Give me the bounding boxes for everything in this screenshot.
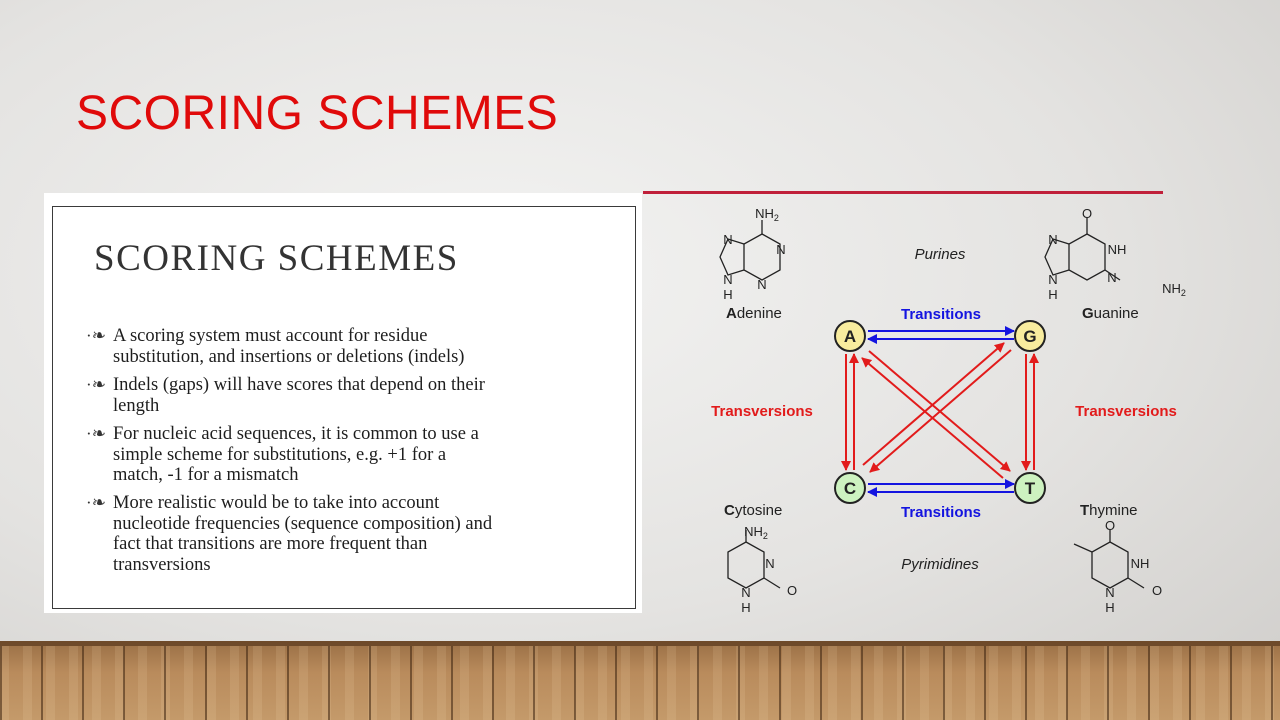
bullet-line: simple scheme for substitutions, e.g. +1… xyxy=(113,445,623,466)
transversions-label-right: Transversions xyxy=(1075,403,1177,420)
bullet-line: fact that transitions are more frequent … xyxy=(113,534,623,555)
node-g: G xyxy=(1015,321,1045,351)
bullet-line: A scoring system must account for residu… xyxy=(113,326,623,347)
adenine-h-label: H xyxy=(723,287,732,302)
adenine-n-label: N xyxy=(723,232,732,247)
guanine-name: Guanine xyxy=(1082,305,1139,322)
adenine-n-label: N xyxy=(776,242,785,257)
adenine-structure xyxy=(720,220,780,280)
guanine-h-label: H xyxy=(1048,287,1057,302)
svg-text:G: G xyxy=(1023,327,1036,346)
thymine-n-label: N xyxy=(1105,585,1114,600)
node-a: A xyxy=(835,321,865,351)
adenine-name: Adenine xyxy=(726,305,782,322)
bullet-line: For nucleic acid sequences, it is common… xyxy=(113,424,623,445)
node-c: C xyxy=(835,473,865,503)
bullet-line: match, -1 for a mismatch xyxy=(113,465,623,486)
slide-title: SCORING SCHEMES xyxy=(76,86,558,141)
slide-image-frame: SCORING SCHEMES ·❧ A scoring system must… xyxy=(52,206,636,609)
cytosine-n-label: N xyxy=(741,585,750,600)
bullet-item: ·❧ More realistic would be to take into … xyxy=(113,493,623,575)
svg-text:T: T xyxy=(1025,479,1036,498)
svg-text:A: A xyxy=(844,327,856,346)
floor-edge xyxy=(0,641,1280,646)
swirl-bullet-icon: ·❧ xyxy=(83,326,109,347)
bullet-line: length xyxy=(113,396,623,417)
adenine-n-label: N xyxy=(723,272,732,287)
adenine-n-label: N xyxy=(757,277,766,292)
adenine-nh2-label: NH2 xyxy=(755,206,779,223)
transitions-label-top: Transitions xyxy=(901,306,981,323)
thymine-o-label: O xyxy=(1152,583,1162,598)
guanine-nh-label: NH xyxy=(1108,242,1127,257)
thymine-o-label: O xyxy=(1105,518,1115,533)
scoring-slide-image: SCORING SCHEMES ·❧ A scoring system must… xyxy=(44,193,642,613)
cytosine-h-label: H xyxy=(741,600,750,615)
pyrimidines-label: Pyrimidines xyxy=(901,556,979,573)
guanine-n-label: N xyxy=(1048,232,1057,247)
transitions-transversions-diagram: NH2 N N N N H Adenine O NH N N N H NH2 G… xyxy=(680,198,1220,623)
bullet-line: Indels (gaps) will have scores that depe… xyxy=(113,375,623,396)
transversions-label-left: Transversions xyxy=(711,403,813,420)
wooden-floor-decoration xyxy=(0,641,1280,720)
bullet-line: substitution, and insertions or deletion… xyxy=(113,347,623,368)
bullet-line: More realistic would be to take into acc… xyxy=(113,493,623,514)
cytosine-name: Cytosine xyxy=(724,502,782,519)
thymine-name: Thymine xyxy=(1080,502,1138,519)
guanine-n-label: N xyxy=(1048,272,1057,287)
bullet-item: ·❧ Indels (gaps) will have scores that d… xyxy=(113,375,623,416)
bullet-item: ·❧ A scoring system must account for res… xyxy=(113,326,623,367)
node-t: T xyxy=(1015,473,1045,503)
svg-text:C: C xyxy=(844,479,856,498)
purines-label: Purines xyxy=(915,246,966,263)
cytosine-o-label: O xyxy=(787,583,797,598)
transitions-label-bottom: Transitions xyxy=(901,504,981,521)
thymine-nh-label: NH xyxy=(1131,556,1150,571)
title-accent-line xyxy=(643,191,1163,194)
inner-slide-title: SCORING SCHEMES xyxy=(94,237,459,280)
swirl-bullet-icon: ·❧ xyxy=(83,424,109,445)
swirl-bullet-icon: ·❧ xyxy=(83,375,109,396)
guanine-o-label: O xyxy=(1082,206,1092,221)
bullet-line: transversions xyxy=(113,555,623,576)
cytosine-nh2-label: NH2 xyxy=(744,524,768,541)
bullet-line: nucleotide frequencies (sequence composi… xyxy=(113,514,623,535)
cytosine-n-label: N xyxy=(765,556,774,571)
swirl-bullet-icon: ·❧ xyxy=(83,493,109,514)
guanine-n-label: N xyxy=(1107,270,1116,285)
thymine-h-label: H xyxy=(1105,600,1114,615)
bullet-item: ·❧ For nucleic acid sequences, it is com… xyxy=(113,424,623,486)
guanine-nh2-label: NH2 xyxy=(1162,281,1186,298)
